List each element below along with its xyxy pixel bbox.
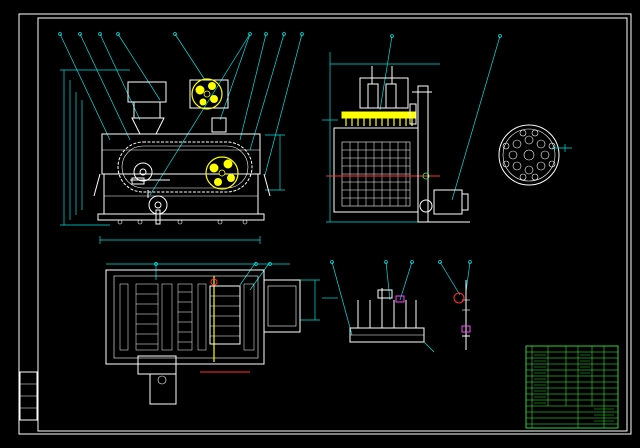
- top-view-dimensions: [106, 261, 338, 321]
- top-view: [105, 261, 338, 405]
- detail-drum: [498, 124, 572, 186]
- front-view-leaders: [58, 32, 304, 196]
- detail-rod: [438, 260, 472, 350]
- needle-bar-teeth: [345, 118, 413, 126]
- drive-wheel-lower: [205, 156, 239, 190]
- front-view-dimensions: [60, 69, 285, 244]
- title-block: [525, 345, 619, 429]
- front-view: [58, 32, 304, 244]
- side-view-mesh: [342, 142, 410, 206]
- title-block-fill: [534, 354, 614, 422]
- top-view-blade-columns: [119, 283, 255, 351]
- drive-wheel-upper: [191, 78, 223, 110]
- title-block-grid: [526, 346, 618, 428]
- sheet-frame: [18, 13, 632, 435]
- detail-needle-bar: [330, 260, 435, 353]
- side-view: [322, 34, 502, 223]
